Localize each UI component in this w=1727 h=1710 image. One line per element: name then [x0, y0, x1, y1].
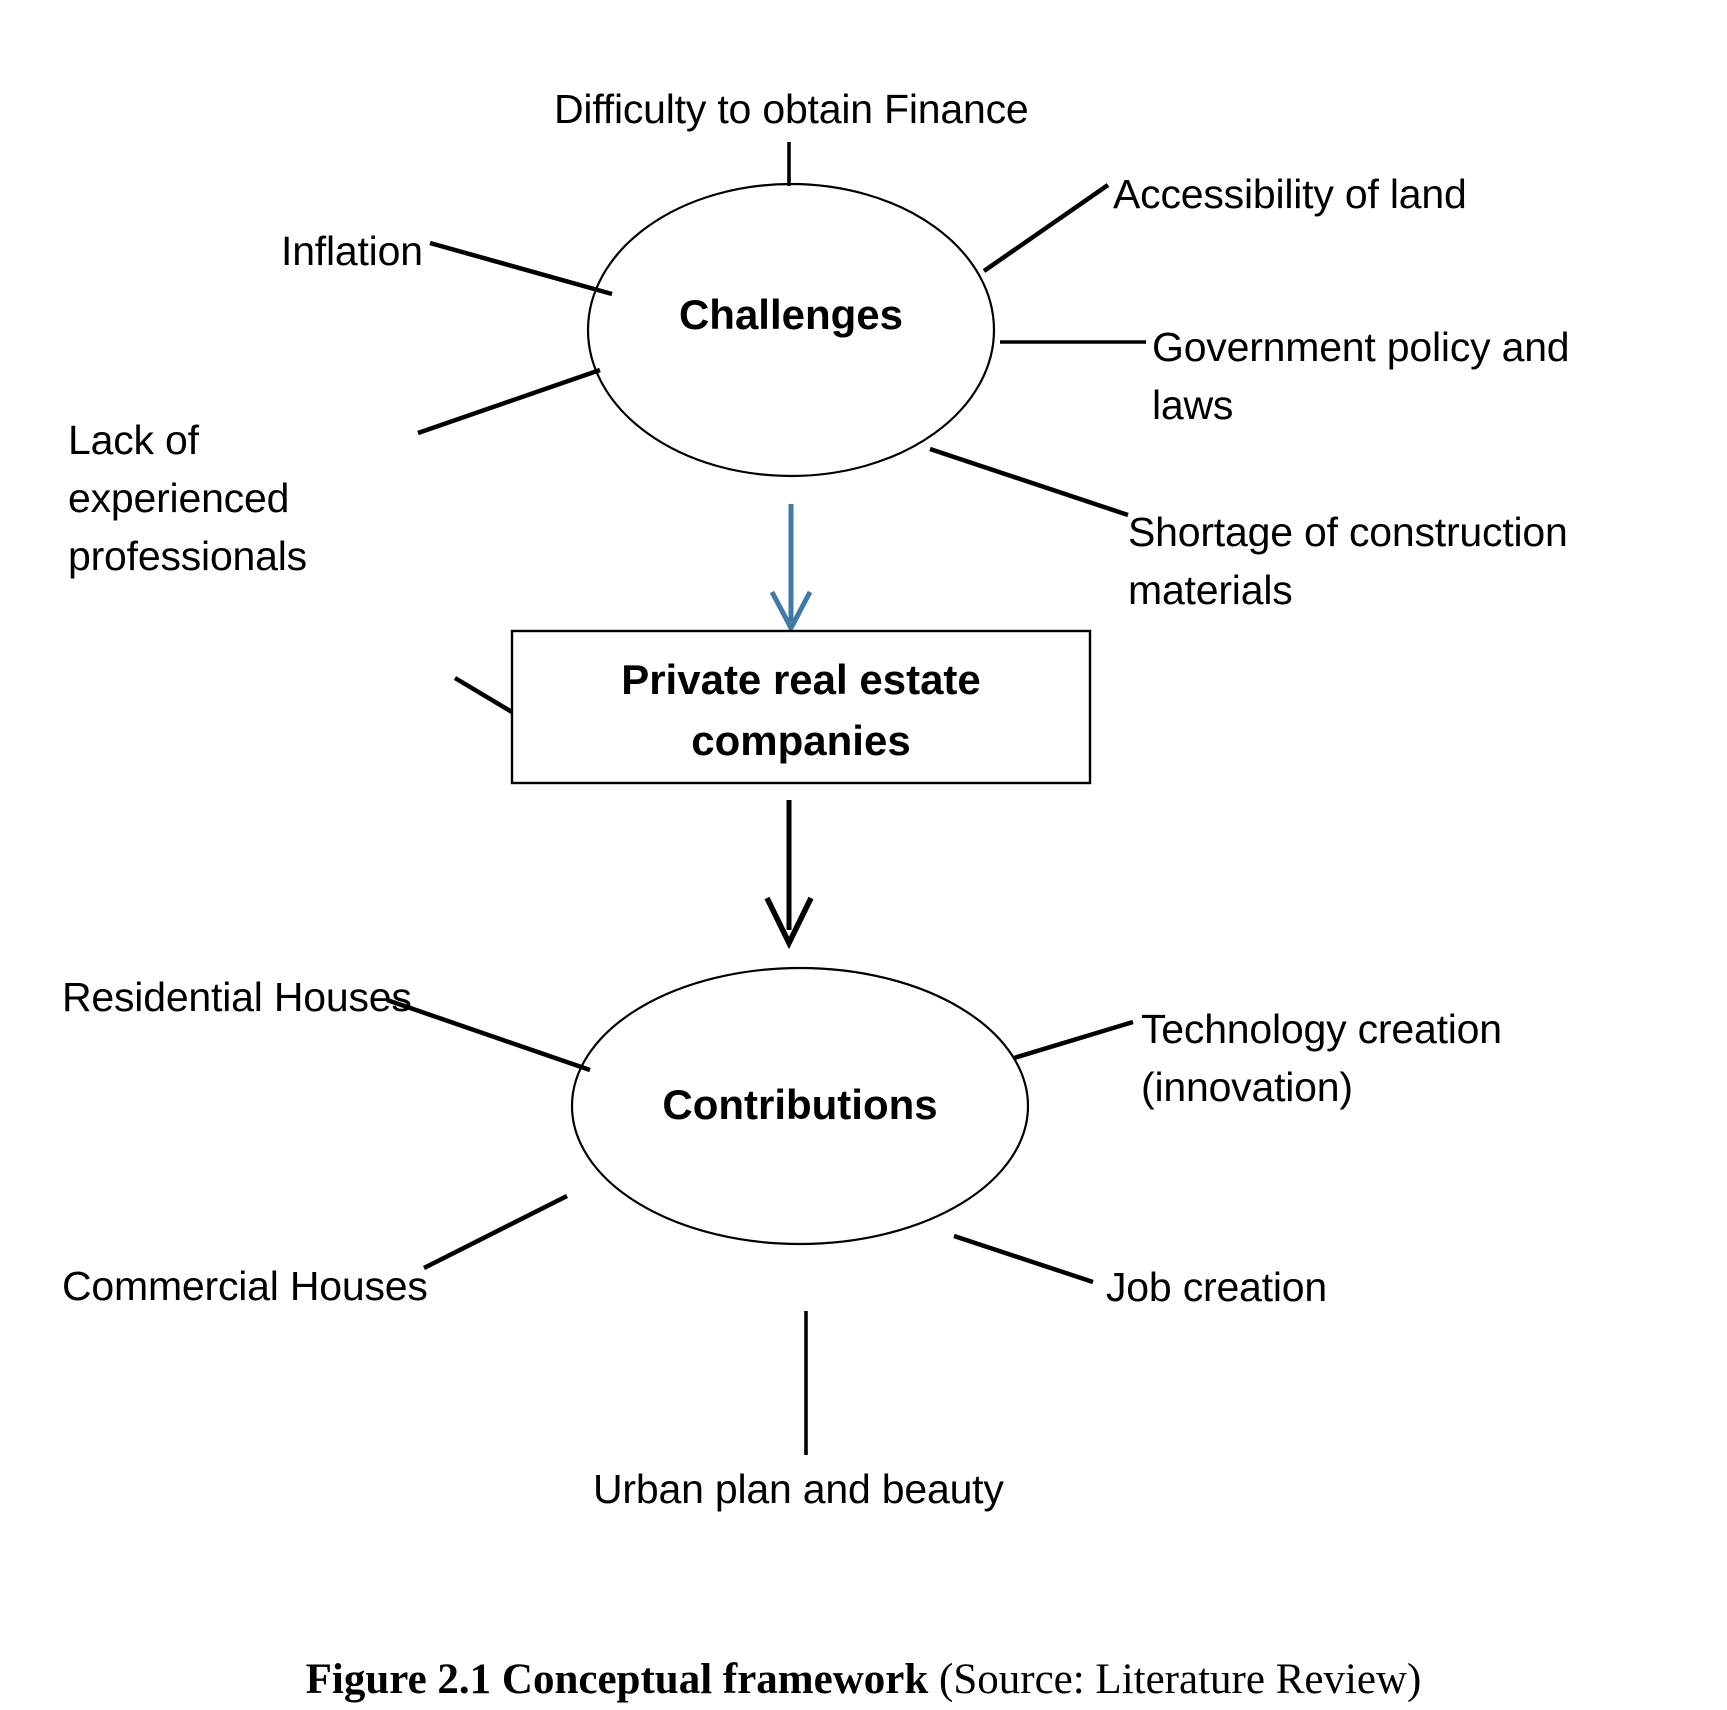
connector-lack-of-experienced-professionals	[417, 367, 601, 436]
label-urban-plan-and-beauty: Urban plan and beauty	[593, 1466, 1004, 1512]
label-job-creation: Job creation	[1106, 1264, 1327, 1310]
label-commercial-houses: Commercial Houses	[62, 1263, 428, 1309]
connector-job-creation	[953, 1233, 1094, 1285]
contributions-ellipse	[570, 966, 1030, 1246]
private-real-estate-companies-box	[510, 629, 1092, 785]
label-inflation: Inflation	[281, 228, 423, 274]
connector-shortage-of-construction-materials	[929, 446, 1129, 518]
connector-commercial-houses	[422, 1193, 569, 1271]
figure-caption-source: (Source: Literature Review)	[928, 1656, 1422, 1703]
connector-residential-houses	[386, 997, 591, 1073]
label-difficulty-to-obtain-finance: Difficulty to obtain Finance	[554, 86, 1029, 132]
label-lack-of-experienced-professionals: Lack of experienced professionals	[68, 417, 307, 580]
connector-inflation	[429, 240, 613, 297]
connector-accessibility-of-land	[982, 183, 1110, 273]
figure-caption: Figure 2.1 Conceptual framework (Source:…	[0, 1655, 1727, 1704]
black-arrow-head-icon	[764, 896, 814, 950]
contributions-node-label: Contributions	[662, 1081, 938, 1128]
connector-technology-creation	[1013, 1019, 1134, 1061]
connector-box-left-stub	[453, 676, 514, 714]
figure-caption-title: Figure 2.1 Conceptual framework	[305, 1656, 929, 1703]
label-government-policy-and-laws: Government policy and laws	[1152, 324, 1570, 429]
challenges-ellipse	[586, 182, 996, 478]
label-shortage-of-construction-materials: Shortage of construction materials	[1128, 509, 1568, 614]
center-box-label: Private real estate companies	[512, 650, 1090, 772]
label-accessibility-of-land: Accessibility of land	[1113, 171, 1467, 217]
label-technology-creation-innovation: Technology creation (innovation)	[1141, 1006, 1502, 1111]
blue-arrow-head-icon	[769, 590, 813, 634]
label-residential-houses: Residential Houses	[62, 974, 412, 1020]
challenges-node-label: Challenges	[678, 291, 904, 338]
center-box-label-line2: companies	[691, 716, 911, 764]
center-box-label-line1: Private real estate	[621, 656, 981, 703]
